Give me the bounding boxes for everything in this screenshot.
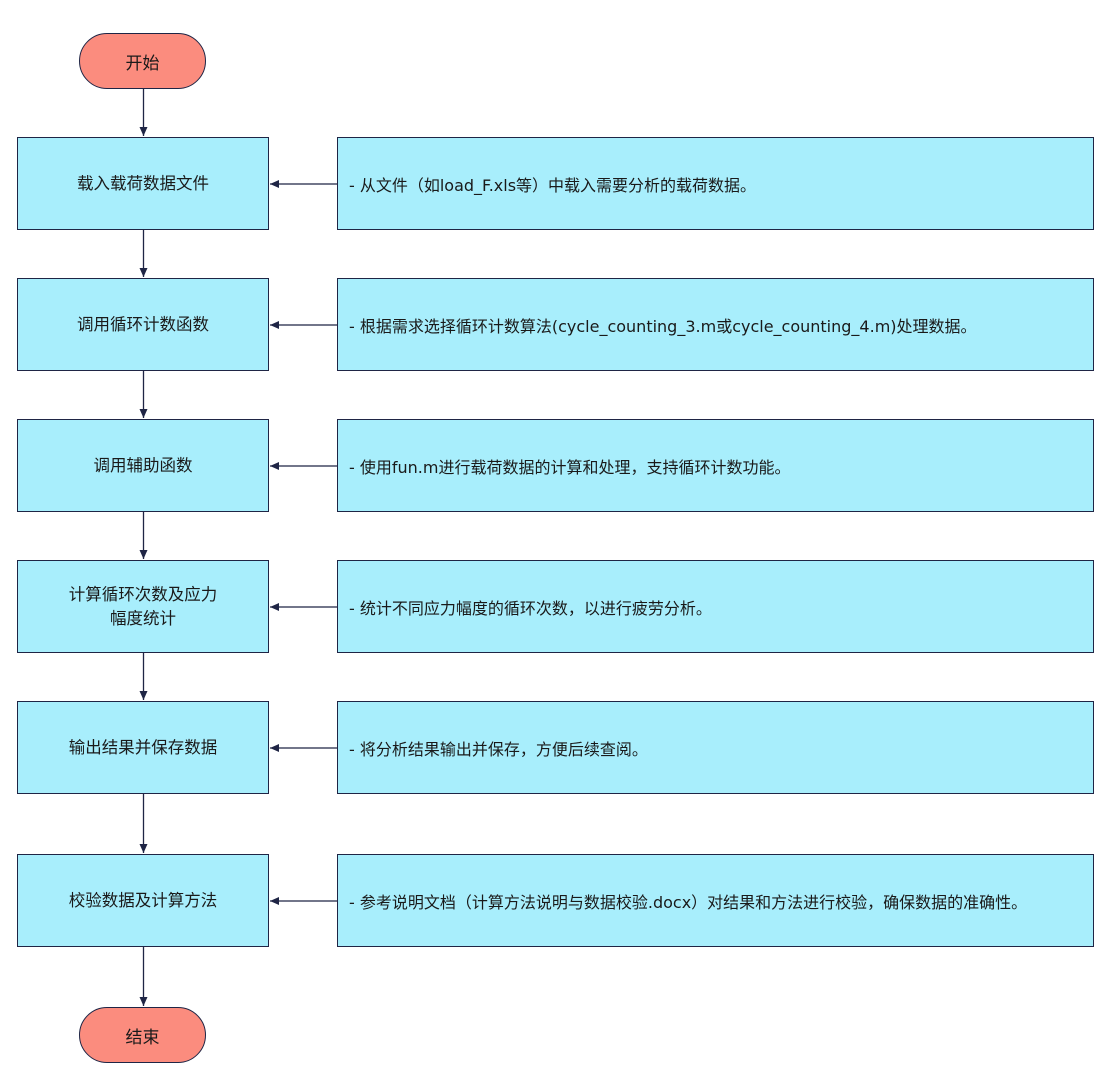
note-load-data: - 从文件（如load_F.xls等）中载入需要分析的载荷数据。 (337, 137, 1094, 230)
note-output-save: - 将分析结果输出并保存，方便后续查阅。 (337, 701, 1094, 794)
step-label: 载入载荷数据文件 (77, 173, 209, 193)
step-label: 输出结果并保存数据 (68, 737, 218, 757)
step-load-data: 载入载荷数据文件 (17, 137, 269, 230)
end-label: 结束 (125, 1027, 160, 1048)
note-cycle-counting: - 根据需求选择循环计数算法(cycle_counting_3.m或cycle_… (337, 278, 1094, 371)
note-verify: - 参考说明文档（计算方法说明与数据校验.docx）对结果和方法进行校验，确保数… (337, 854, 1094, 947)
note-compute-stats: - 统计不同应力幅度的循环次数，以进行疲劳分析。 (337, 560, 1094, 653)
step-output-save: 输出结果并保存数据 (17, 701, 269, 794)
end-node: 结束 (79, 1007, 206, 1063)
step-label: 校验数据及计算方法 (68, 890, 218, 910)
step-label: 计算循环次数及应力 幅度统计 (68, 584, 218, 628)
step-cycle-counting: 调用循环计数函数 (17, 278, 269, 371)
note-text: - 使用fun.m进行载荷数据的计算和处理，支持循环计数功能。 (349, 457, 791, 477)
note-text: - 参考说明文档（计算方法说明与数据校验.docx）对结果和方法进行校验，确保数… (349, 892, 1028, 912)
step-verify: 校验数据及计算方法 (17, 854, 269, 947)
start-label: 开始 (125, 53, 160, 74)
note-text: - 根据需求选择循环计数算法(cycle_counting_3.m或cycle_… (349, 316, 977, 336)
step-label: 调用循环计数函数 (77, 314, 209, 334)
step-label: 调用辅助函数 (93, 455, 193, 475)
note-helper-function: - 使用fun.m进行载荷数据的计算和处理，支持循环计数功能。 (337, 419, 1094, 512)
start-node: 开始 (79, 33, 206, 89)
note-text: - 从文件（如load_F.xls等）中载入需要分析的载荷数据。 (349, 175, 757, 195)
step-helper-function: 调用辅助函数 (17, 419, 269, 512)
step-compute-stats: 计算循环次数及应力 幅度统计 (17, 560, 269, 653)
note-text: - 将分析结果输出并保存，方便后续查阅。 (349, 739, 648, 759)
note-text: - 统计不同应力幅度的循环次数，以进行疲劳分析。 (349, 598, 712, 618)
